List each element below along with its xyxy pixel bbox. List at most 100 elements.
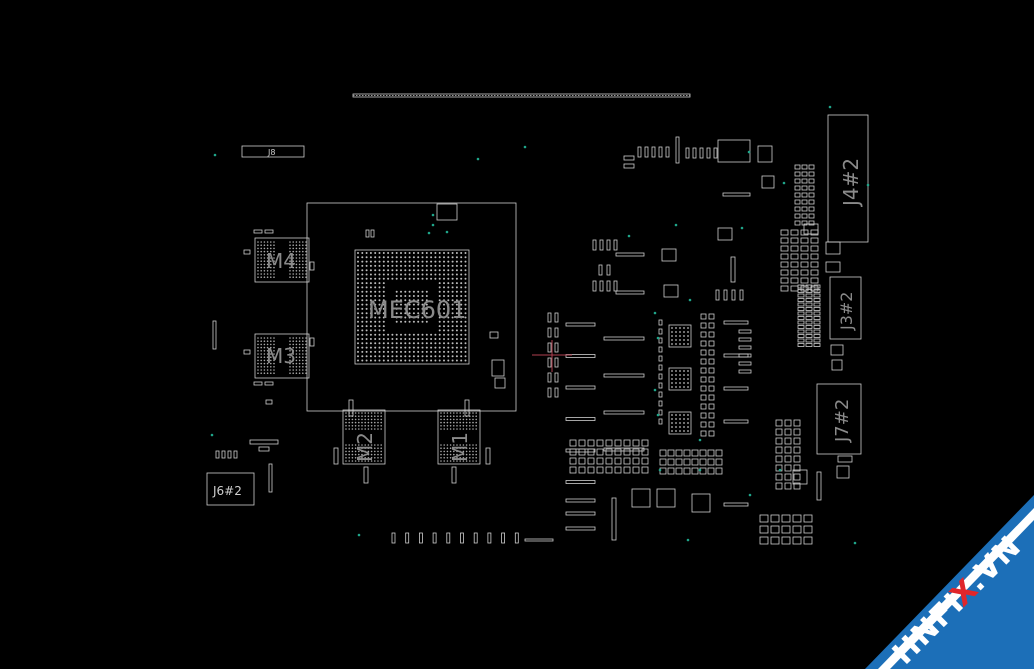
gpu-ball <box>361 273 364 276</box>
mem-ball <box>305 366 307 368</box>
mem-ball <box>257 276 259 279</box>
mem-ball <box>354 428 357 430</box>
pad-strip <box>565 511 596 516</box>
gpu-ball <box>378 333 381 336</box>
mem-ball <box>374 425 376 427</box>
capacitor <box>794 220 801 226</box>
mem-ball <box>305 244 307 246</box>
mem-ball <box>374 460 376 462</box>
memory-chip-m1[interactable]: M1 <box>437 409 481 465</box>
mem-ball <box>292 362 295 365</box>
mem-ball <box>263 346 266 349</box>
capacitor <box>805 334 813 338</box>
mem-ball <box>449 428 452 430</box>
gpu-ball <box>438 338 441 340</box>
gpu-ball <box>451 282 454 285</box>
mem-ball <box>289 276 291 279</box>
ic-pin <box>683 386 685 388</box>
mem-ball <box>298 356 301 359</box>
capacitor <box>800 229 809 236</box>
mem-ball <box>270 353 272 355</box>
gpu-ball <box>361 256 364 259</box>
memory-chip-m4[interactable]: M4 <box>254 237 310 283</box>
capacitor <box>708 421 715 428</box>
gpu-ball <box>455 329 458 332</box>
mem-ball <box>462 421 465 424</box>
mem-ball <box>345 421 347 424</box>
mem-ball <box>456 453 458 456</box>
mem-ball <box>263 254 266 256</box>
gpu-ball <box>417 316 420 319</box>
gpu-ball <box>434 264 437 267</box>
memory-chip-m2[interactable]: M2 <box>342 409 386 465</box>
gpu-ball <box>455 350 458 353</box>
mem-ball <box>295 359 298 362</box>
mem-ball <box>475 412 478 414</box>
mem-ball <box>298 260 301 263</box>
capacitor <box>667 458 675 466</box>
gpu-ball <box>443 320 445 323</box>
gpu-package[interactable]: MEC601 <box>306 202 517 412</box>
gpu-ball <box>417 299 420 302</box>
gpu-ball <box>417 273 420 276</box>
gpu-ball <box>357 264 359 267</box>
capacitor <box>651 146 656 158</box>
mem-ball <box>354 457 357 459</box>
mem-ball <box>289 270 291 272</box>
mem-ball <box>298 266 301 269</box>
gpu-ball <box>408 338 411 340</box>
capacitor <box>554 327 559 338</box>
mem-ball <box>305 356 307 359</box>
mem-ball <box>295 372 298 375</box>
gpu-ball <box>361 264 364 267</box>
mem-ball <box>449 425 452 427</box>
gpu-ball <box>395 359 398 362</box>
mem-ball <box>298 362 301 365</box>
gpu-ball <box>404 316 407 319</box>
mem-ball <box>263 270 266 272</box>
mem-ball <box>260 346 263 349</box>
mem-ball <box>364 444 367 446</box>
capacitor <box>813 284 821 289</box>
capacitor <box>797 316 805 320</box>
capacitor <box>258 446 270 452</box>
mem-ball <box>260 369 263 371</box>
capacitor <box>810 237 819 244</box>
gpu-ball <box>369 290 372 293</box>
mem-ball <box>302 244 304 246</box>
capacitor <box>700 358 707 365</box>
mem-ball <box>305 270 307 272</box>
mem-ball <box>367 425 370 427</box>
connector-j6[interactable]: J6#2 <box>206 472 255 506</box>
gpu-ball <box>391 346 394 349</box>
memory-chip-m3[interactable]: M3 <box>254 333 310 379</box>
gpu-ball <box>455 342 458 345</box>
gpu-ball <box>357 350 359 353</box>
gpu-ball <box>434 277 437 280</box>
ic-pin <box>687 331 689 333</box>
connector-j3[interactable]: J3#2 <box>829 276 862 340</box>
mem-ball <box>462 418 465 421</box>
mem-ball <box>465 450 468 453</box>
mem-ball <box>348 444 351 446</box>
connector-j4[interactable]: J4#2 <box>827 114 869 243</box>
testpoint <box>778 468 782 472</box>
testpoint <box>210 433 214 437</box>
pad-strip <box>615 252 645 257</box>
capacitor <box>797 289 805 293</box>
mem-ball <box>298 340 301 343</box>
testpoint <box>653 388 657 392</box>
mem-ball <box>270 247 272 250</box>
testpoint <box>853 541 857 545</box>
connector-j7[interactable]: J7#2 <box>816 383 862 455</box>
gpu-ball <box>421 252 424 254</box>
gpu-ball <box>451 325 454 328</box>
capacitor <box>700 367 707 374</box>
mem-ball <box>443 418 446 421</box>
gpu-ball <box>447 342 450 345</box>
connector-j8[interactable]: J8 <box>241 145 305 158</box>
mem-ball <box>465 421 468 424</box>
gpu-ball <box>357 256 359 259</box>
mem-ball <box>453 450 455 453</box>
